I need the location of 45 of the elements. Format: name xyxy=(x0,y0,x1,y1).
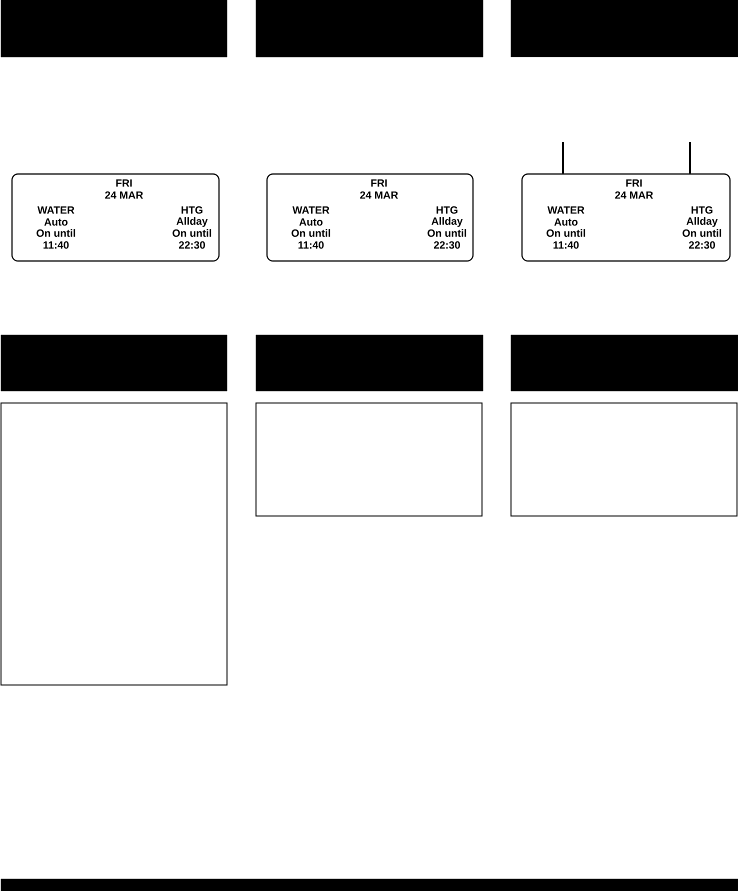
answer-box xyxy=(0,402,228,686)
display-text: 22:30 xyxy=(178,241,205,249)
lcd-display xyxy=(11,173,220,262)
lcd-display xyxy=(521,173,731,262)
display-text: Auto xyxy=(554,218,578,226)
display-text: FRI xyxy=(371,179,387,187)
display-text: HTG xyxy=(692,206,712,214)
display-text: On until xyxy=(172,229,212,237)
display-text: FRI xyxy=(116,179,132,187)
display-text: WATER xyxy=(547,206,584,214)
footer-bar xyxy=(0,878,738,891)
display-text: On until xyxy=(292,229,330,237)
display-text: 11:40 xyxy=(298,241,324,249)
header-bar xyxy=(510,0,738,58)
header-bar xyxy=(256,334,484,392)
display-text: Auto xyxy=(299,218,323,226)
leader-line xyxy=(689,142,691,174)
display-text: 22:30 xyxy=(434,241,460,249)
display-text: 11:40 xyxy=(44,241,69,249)
display-text: HTG xyxy=(436,206,458,214)
display-text: On until xyxy=(546,229,586,237)
display-text: Auto xyxy=(44,218,68,226)
display-text: On until xyxy=(682,229,722,237)
display-text: On until xyxy=(36,229,76,237)
display-text: On until xyxy=(428,229,466,237)
display-text: 24 MAR xyxy=(615,191,653,199)
display-text: WATER xyxy=(37,206,74,214)
display-text: 24 MAR xyxy=(105,191,144,199)
lcd-display xyxy=(266,173,474,262)
display-text: Allday xyxy=(432,217,463,227)
display-text: FRI xyxy=(626,179,642,187)
answer-box xyxy=(510,402,738,516)
display-text: HTG xyxy=(182,206,202,214)
header-bar xyxy=(510,334,738,392)
display-text: Allday xyxy=(686,217,718,227)
header-bar xyxy=(256,0,484,58)
display-text: 22:30 xyxy=(688,241,715,249)
display-text: Allday xyxy=(176,217,208,227)
display-text: WATER xyxy=(292,206,330,214)
header-bar xyxy=(0,0,228,58)
header-bar xyxy=(0,334,228,392)
display-text: 24 MAR xyxy=(360,191,398,199)
display-text: 11:40 xyxy=(554,241,579,249)
leader-line xyxy=(562,142,564,174)
answer-box xyxy=(256,402,482,516)
